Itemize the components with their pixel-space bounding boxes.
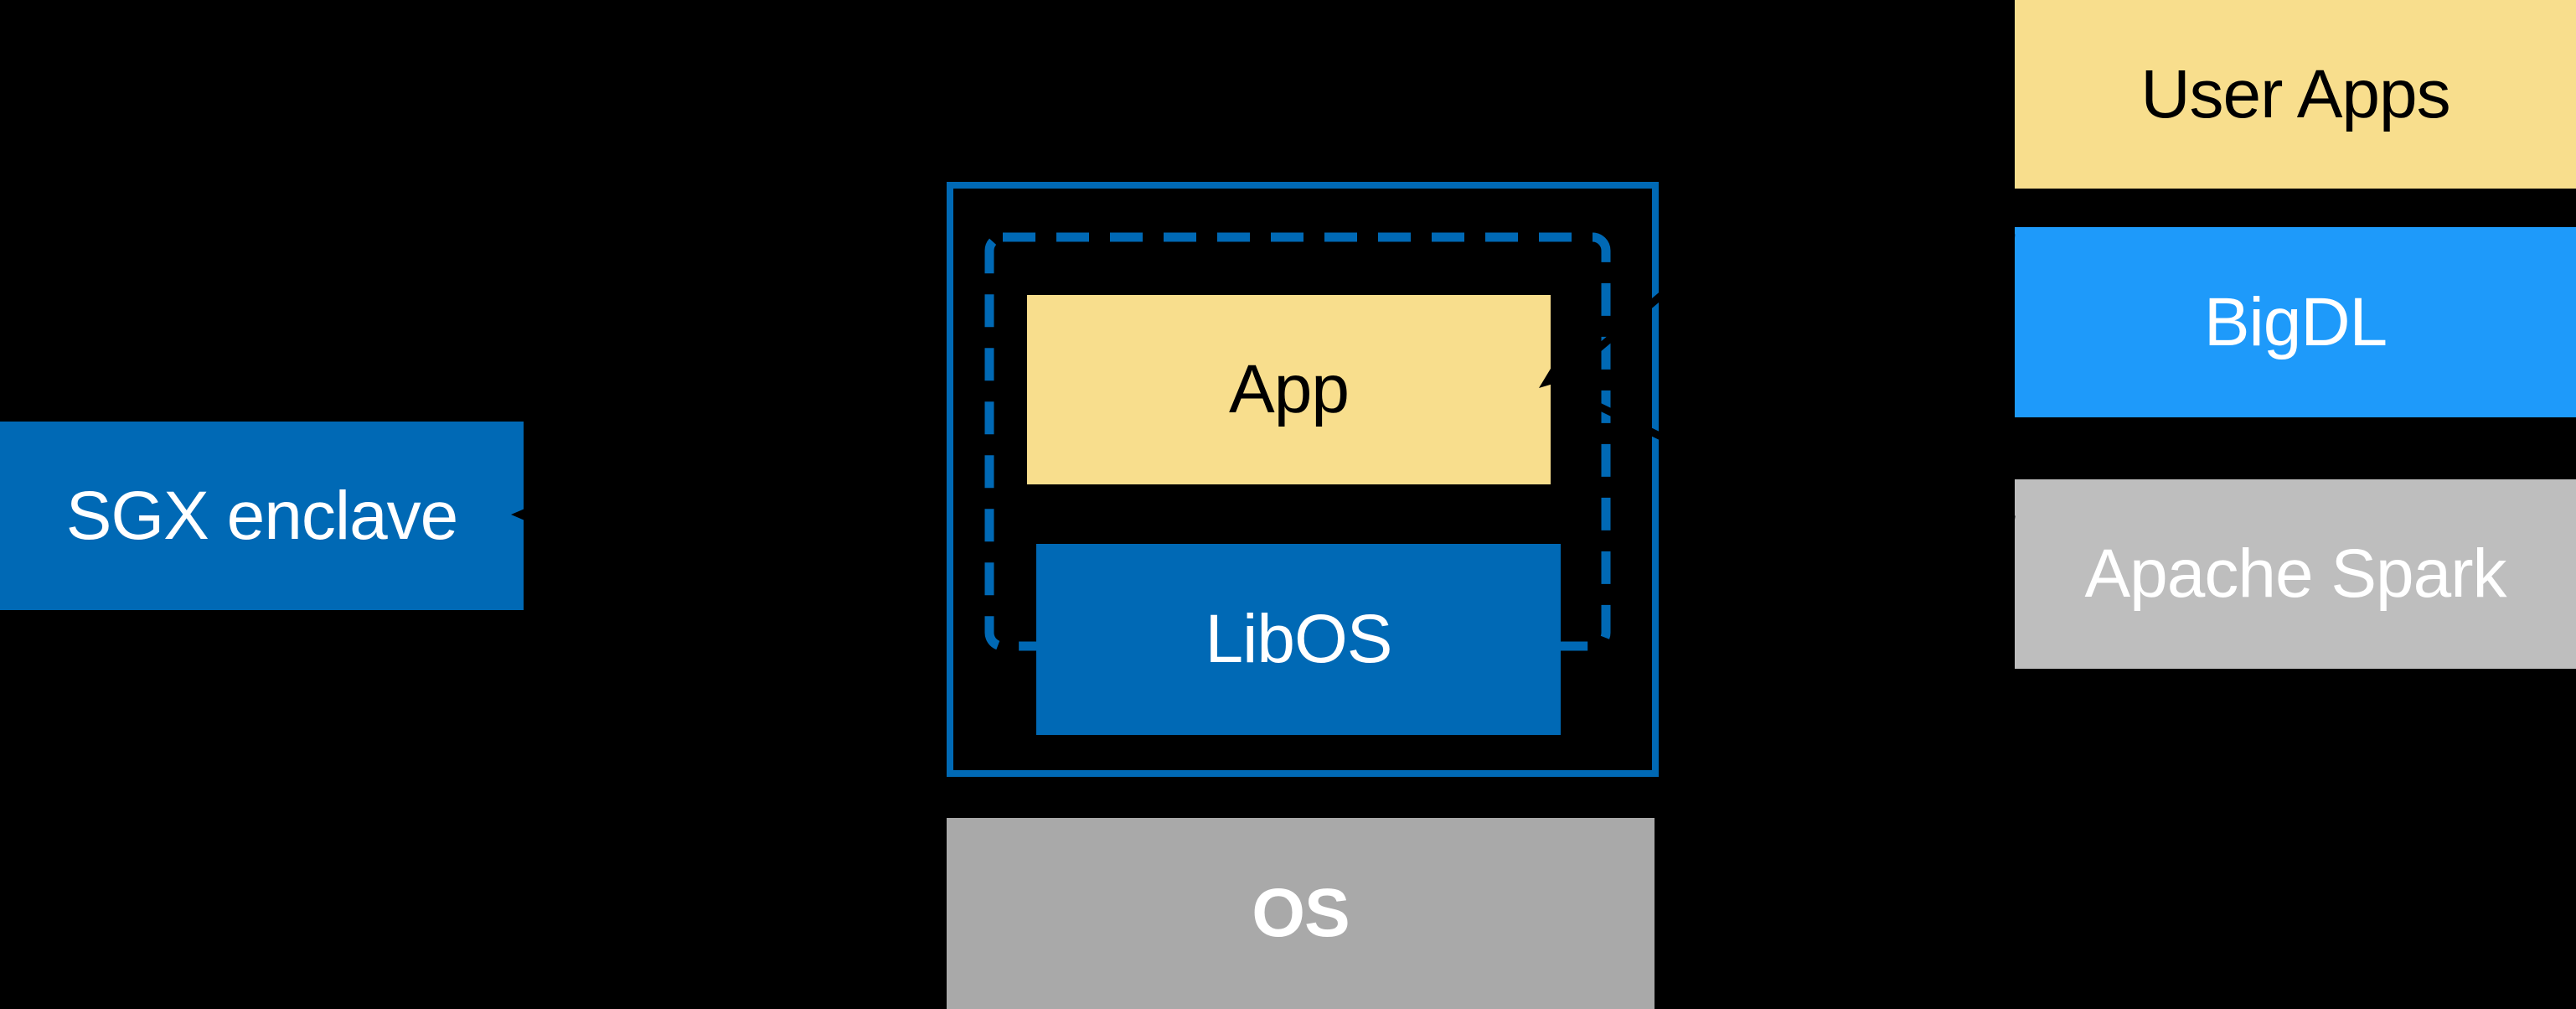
apache-spark-box: Apache Spark bbox=[2015, 479, 2576, 669]
bigdl-label: BigDL bbox=[2203, 283, 2388, 360]
bigdl-box: BigDL bbox=[2015, 227, 2576, 417]
user-apps-label: User Apps bbox=[2140, 55, 2450, 132]
libos-label: LibOS bbox=[1205, 601, 1393, 677]
app-box: App bbox=[1027, 295, 1551, 484]
sgx-enclave-box: SGX enclave bbox=[0, 422, 524, 610]
app-label: App bbox=[1229, 351, 1350, 427]
os-box: OS bbox=[947, 818, 1655, 1009]
apache-spark-label: Apache Spark bbox=[2084, 536, 2506, 612]
libos-box: LibOS bbox=[1036, 544, 1561, 735]
sgx-enclave-label: SGX enclave bbox=[65, 477, 459, 554]
os-label: OS bbox=[1252, 875, 1350, 951]
user-apps-box: User Apps bbox=[2015, 0, 2576, 189]
